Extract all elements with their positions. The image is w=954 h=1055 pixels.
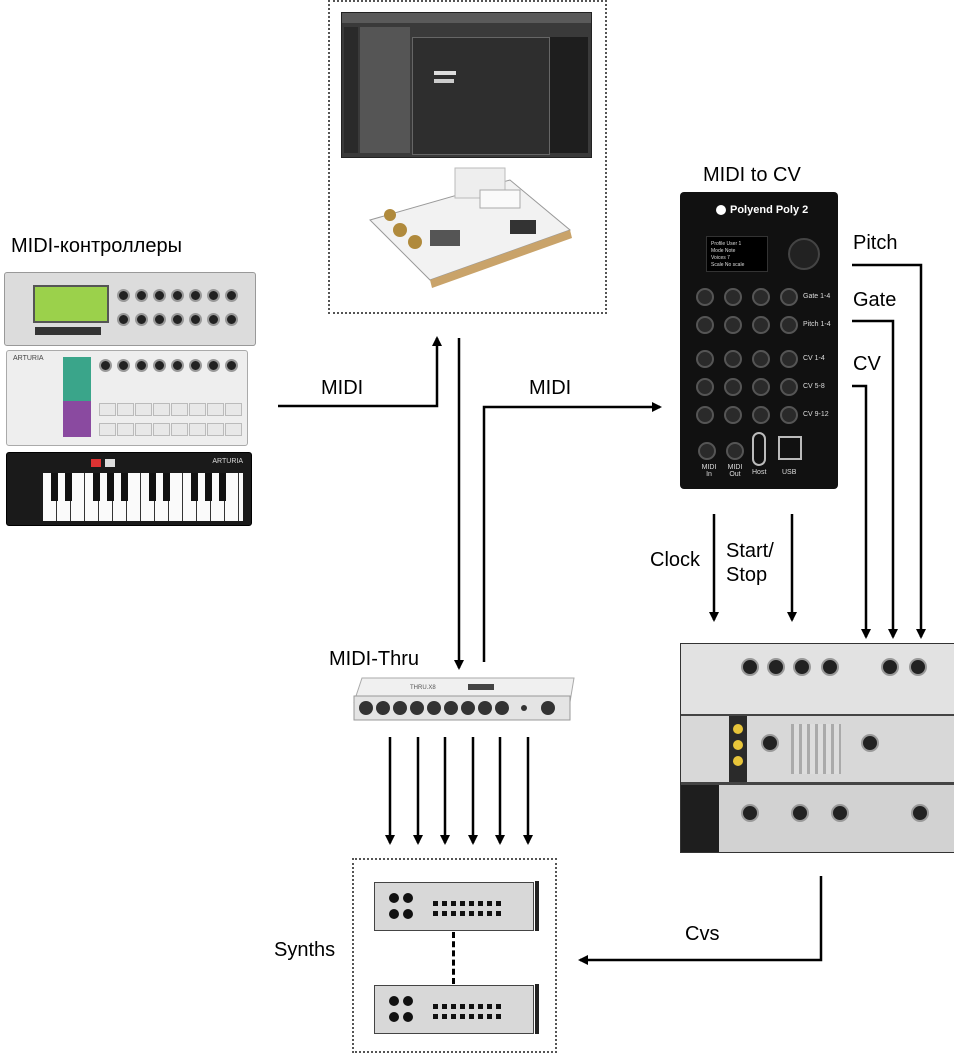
poly-cv3-label: CV 9-12: [803, 411, 829, 418]
clock-label: Clock: [650, 549, 701, 571]
audio-interface-card: [369, 167, 572, 288]
polyend-poly2-module: Polyend Poly 2 Profile User 1 Mode Note …: [680, 192, 838, 489]
arrow-pitch: [852, 263, 926, 639]
start-stop-label: Start/ Stop: [726, 540, 774, 586]
cv-label: CV: [853, 353, 881, 375]
synths-label: Synths: [274, 939, 336, 961]
poly-midi-in-label: MIDI In: [701, 464, 717, 478]
poly-usb-host-port: [752, 432, 766, 466]
poly-encoder-knob: [788, 238, 820, 270]
synth-unit-2: [374, 984, 539, 1034]
poly-host-label: Host: [752, 469, 767, 476]
poly-cv2-label: CV 5-8: [803, 383, 825, 390]
poly-cv1-label: CV 1-4: [803, 355, 825, 362]
gate-label: Gate: [853, 289, 897, 311]
midi-controllers-label: MIDI-контроллеры: [11, 235, 182, 257]
arrow-gate: [852, 319, 898, 639]
poly-pitch-label: Pitch 1-4: [803, 321, 831, 328]
synth-unit-1: [374, 881, 539, 931]
midi-to-cv-label: MIDI to CV: [703, 164, 801, 186]
poly-midi-out-label: MIDI Out: [727, 464, 743, 478]
cvs-label: Cvs: [685, 923, 720, 945]
synths-box: [352, 858, 557, 1053]
arrow-thru-to-poly: [482, 402, 662, 662]
synth-chain-link: [452, 932, 455, 984]
arturia-logo-2: ARTURIA: [212, 458, 243, 465]
eurorack-case: [680, 643, 954, 853]
midi-thru-brand: THRU.X8: [410, 685, 436, 691]
poly-brand: Polyend Poly 2: [730, 204, 809, 216]
arrow-controllers-to-computer: [278, 336, 442, 408]
computer-box: [328, 0, 607, 314]
poly-screen: Profile User 1 Mode Note Voices 7 Scale …: [706, 236, 768, 272]
arturia-beatstep-controller: ARTURIA: [6, 350, 248, 446]
midi-thru-box: [353, 677, 575, 721]
arrow-cvs: [578, 876, 823, 965]
arturia-keyboard-controller: ARTURIA: [6, 452, 252, 526]
poly-gate-label: Gate 1-4: [803, 293, 831, 300]
midi-thru-label: MIDI-Thru: [329, 648, 419, 670]
midi-label-left: MIDI: [321, 377, 364, 399]
midi-label-right: MIDI: [529, 377, 572, 399]
arrow-cv: [852, 384, 871, 639]
poly-usb-label: USB: [782, 469, 797, 476]
rack-midi-controller: [4, 272, 256, 346]
poly-usb-port: [778, 436, 802, 460]
pitch-label: Pitch: [853, 232, 898, 254]
daw-screenshot: [341, 12, 592, 158]
arturia-logo-1: ARTURIA: [13, 355, 44, 362]
